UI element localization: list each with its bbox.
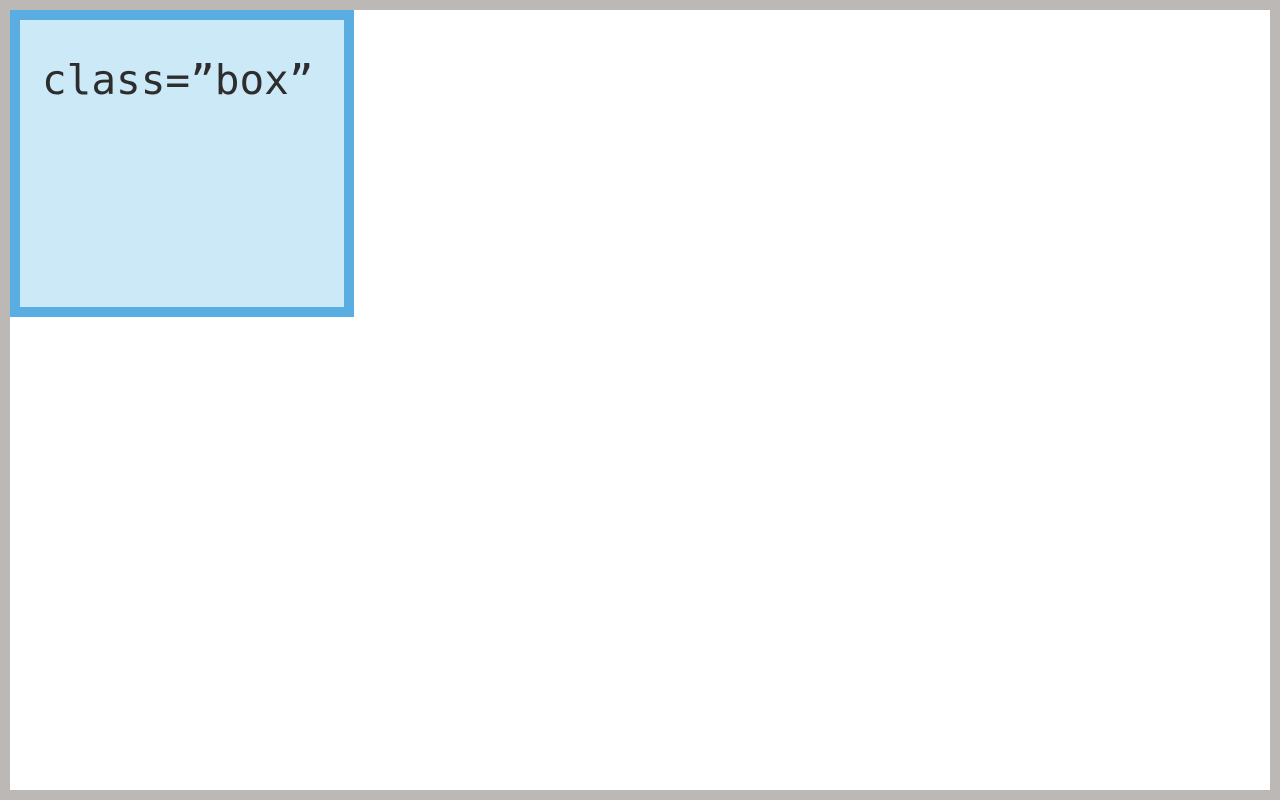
render-viewport: class=”box” bbox=[10, 10, 1270, 790]
box-element: class=”box” bbox=[10, 10, 354, 317]
box-class-label: class=”box” bbox=[42, 56, 314, 104]
